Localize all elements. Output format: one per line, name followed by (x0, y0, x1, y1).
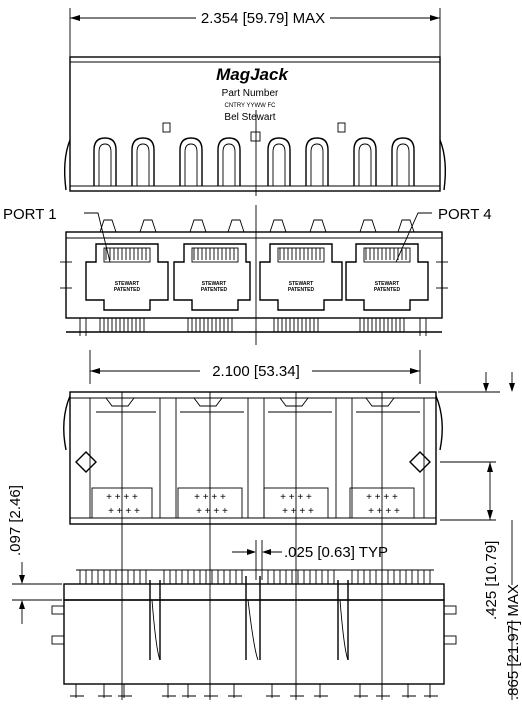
port-span-text: 2.100 [53.34] (212, 363, 300, 380)
overall-height-text: .865 [21.97] MAX (505, 584, 522, 700)
svg-text:PATENTED: PATENTED (201, 287, 228, 293)
port-span-dimension: 2.100 [53.34] (89, 350, 421, 384)
rj45-port-3: STEWART PATENTED (259, 243, 343, 311)
led-height-text: .425 [10.79] (483, 541, 500, 620)
port-3-marking: STEWART (289, 281, 313, 287)
svg-text:PATENTED: PATENTED (114, 287, 141, 293)
manufacturer-text: Bel Stewart (224, 112, 275, 123)
rj45-port-4: STEWART PATENTED (345, 243, 429, 311)
standoff-text: .097 [2.46] (7, 485, 24, 556)
svg-text:+ + + +: + + + + (194, 492, 226, 503)
part-number-text: Part Number (222, 88, 279, 99)
svg-text:+ + + +: + + + + (282, 506, 314, 517)
svg-text:+ + + +: + + + + (280, 492, 312, 503)
svg-text:+ + + +: + + + + (106, 492, 138, 503)
svg-text:+ + + +: + + + + (366, 492, 398, 503)
svg-text:PATENTED: PATENTED (288, 287, 315, 293)
overall-width-dimension: 2.354 [59.79] MAX (69, 8, 441, 60)
pin-pitch-text: .025 [0.63] TYP (284, 544, 388, 561)
svg-text:PATENTED: PATENTED (374, 287, 401, 293)
port-1-label: PORT 1 (3, 206, 57, 223)
svg-text:+ + + +: + + + + (108, 506, 140, 517)
rj45-port-2: STEWART PATENTED (173, 243, 251, 311)
port-4-label: PORT 4 (438, 206, 492, 223)
pin-fields: + + + + + + + + + + + + + + + + + + + + … (91, 487, 415, 519)
port-1-marking: STEWART (115, 281, 139, 287)
standoff-dimension (12, 562, 62, 624)
pin-pitch-dimension: .025 [0.63] TYP (232, 540, 388, 580)
rj45-port-1: STEWART PATENTED (85, 243, 169, 311)
light-pipe-arches (93, 137, 415, 186)
date-code-text: CNTRY YYWW FC (224, 103, 276, 109)
front-view: STEWART PATENTED STEWART PATENTED STEWAR… (3, 205, 492, 345)
front-pins (66, 318, 442, 336)
brand-logo: MagJack (216, 65, 289, 84)
svg-text:+ + + +: + + + + (368, 506, 400, 517)
overall-width-text: 2.354 [59.79] MAX (201, 10, 325, 27)
port-2-marking: STEWART (202, 281, 226, 287)
port-4-marking: STEWART (375, 281, 399, 287)
right-dimension-marks (438, 372, 515, 700)
top-view: MagJack Part Number CNTRY YYWW FC Bel St… (63, 56, 447, 196)
svg-text:+ + + +: + + + + (196, 506, 228, 517)
side-view (51, 569, 457, 698)
bottom-view: + + + + + + + + + + + + + + + + + + + + … (63, 391, 443, 700)
